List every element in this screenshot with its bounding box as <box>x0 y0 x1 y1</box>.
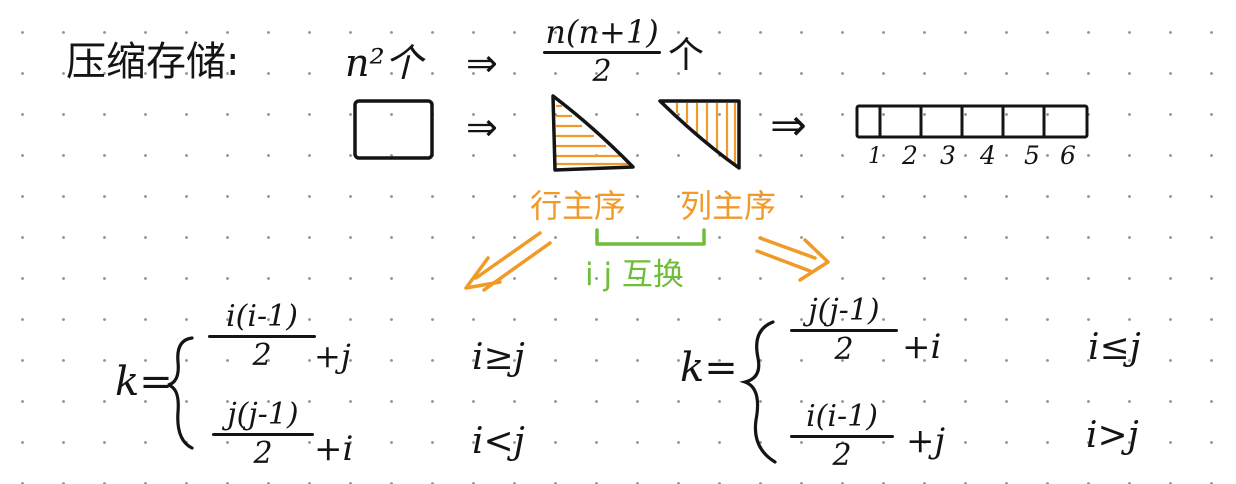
right-case2-numerator: i(i-1) <box>806 399 878 434</box>
array-index: 2 <box>902 141 918 170</box>
array-index: 6 <box>1060 141 1076 170</box>
compressed-count-fraction: n(n+1) 2 <box>543 16 661 87</box>
compressed-count-unit: 个 <box>668 35 705 76</box>
fraction-bar <box>790 435 894 438</box>
right-case1-numerator: j(j-1) <box>808 293 880 328</box>
compressed-count-denominator: 2 <box>592 54 612 89</box>
left-case2-denominator: 2 <box>253 436 273 471</box>
full-count: n²个 <box>345 41 423 85</box>
compressed-count-numerator: n(n+1) <box>545 13 659 51</box>
array-index: 4 <box>980 141 996 170</box>
left-case1-condition: i≥j <box>472 337 525 378</box>
right-case2-fraction: i(i-1) 2 <box>790 402 894 471</box>
fraction-bar <box>208 335 316 338</box>
page-title: 压缩存储: <box>66 39 240 85</box>
swap-label: i j 互换 <box>585 257 684 293</box>
fraction-bar <box>212 433 314 436</box>
left-case2-fraction: j(j-1) 2 <box>212 400 314 469</box>
left-double-arrow-icon <box>464 231 552 292</box>
left-case1-fraction: i(i-1) 2 <box>208 302 316 371</box>
right-case1-term: +i <box>902 327 942 367</box>
array-index: 1 <box>868 144 882 169</box>
lower-triangle <box>551 94 635 172</box>
compressed-array <box>855 104 1089 139</box>
square-to-triangle-arrow-icon: ⇒ <box>466 105 498 149</box>
array-index: 5 <box>1024 141 1040 170</box>
upper-triangle <box>658 99 741 170</box>
right-case2-term: +j <box>906 421 946 461</box>
right-formula-lhs: k= <box>680 345 738 391</box>
swap-bracket <box>595 228 706 246</box>
array-index: 3 <box>940 141 956 170</box>
triangle-to-array-arrow-icon: ⇒ <box>770 100 807 151</box>
left-case2-condition: i<j <box>472 421 525 462</box>
left-case1-numerator: i(i-1) <box>226 299 298 334</box>
left-formula-lhs: k= <box>115 359 173 405</box>
right-case2-denominator: 2 <box>832 438 852 473</box>
right-brace <box>739 320 777 464</box>
left-case1-term: +j <box>314 337 351 375</box>
fraction-bar <box>543 51 661 54</box>
col-major-label: 列主序 <box>680 187 777 225</box>
left-case2-term: +i <box>314 429 354 469</box>
row-major-label: 行主序 <box>530 187 627 225</box>
full-matrix-square <box>353 99 434 160</box>
fraction-bar <box>790 329 898 332</box>
right-case2-condition: i>j <box>1086 415 1139 456</box>
right-double-arrow-icon <box>755 236 830 282</box>
right-case1-condition: i≤j <box>1088 327 1141 368</box>
right-case1-fraction: j(j-1) 2 <box>790 296 898 365</box>
left-case2-numerator: j(j-1) <box>227 397 299 432</box>
left-case1-denominator: 2 <box>252 338 272 373</box>
left-brace <box>167 336 194 450</box>
right-case1-denominator: 2 <box>834 332 854 367</box>
implies-arrow-icon: ⇒ <box>466 41 498 85</box>
